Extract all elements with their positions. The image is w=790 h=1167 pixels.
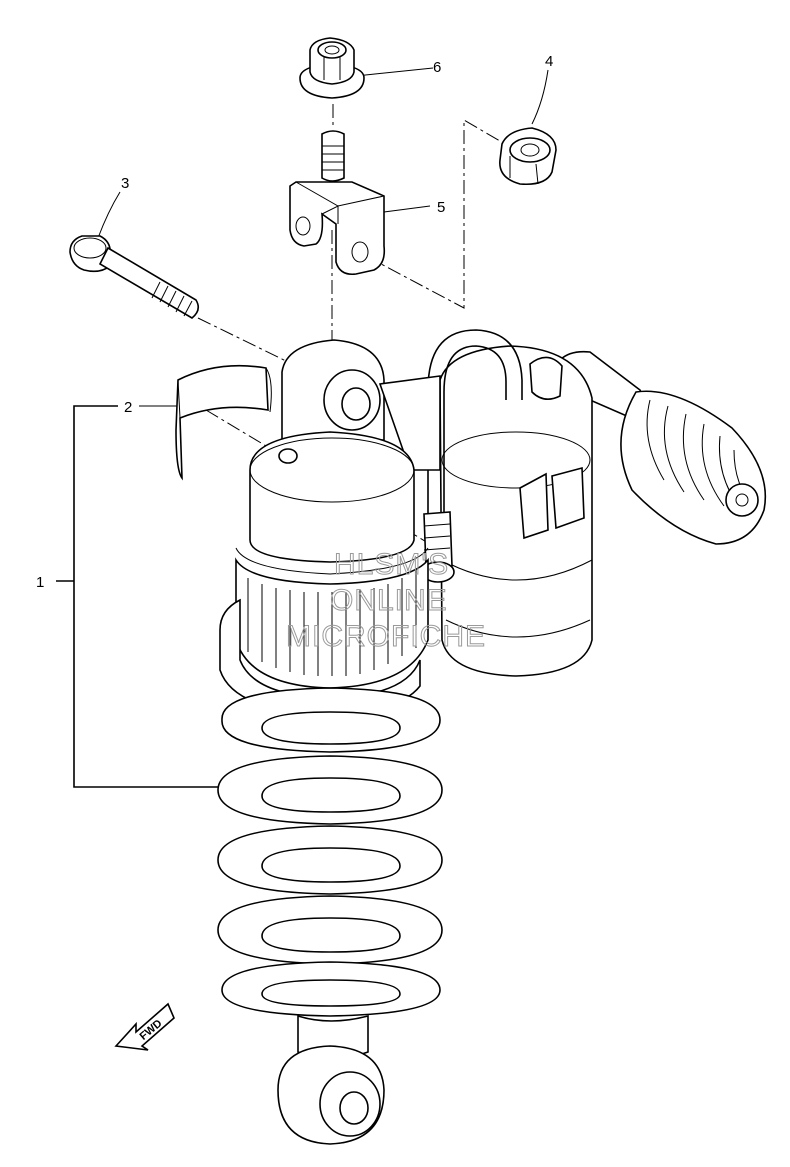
watermark-line-3: MICROFICHE (286, 620, 486, 653)
preload-ring-ribs (247, 570, 417, 676)
reservoir-assembly (421, 329, 767, 677)
nut-part-4 (499, 127, 557, 186)
callout-1-bracket (56, 405, 228, 788)
callout-3: 3 (121, 175, 129, 192)
callout-5: 5 (437, 199, 445, 216)
callout-6: 6 (433, 59, 441, 76)
callout-4: 4 (545, 53, 553, 70)
lower-eye-mount (277, 1014, 385, 1145)
bracket-part-5 (289, 130, 386, 276)
watermark-line-1: HLSM'S (334, 548, 449, 581)
bolt-part-3 (69, 235, 200, 319)
fwd-direction-arrow: FWD (114, 1002, 175, 1051)
flange-nut-part-6 (299, 37, 365, 99)
collar-part-2 (175, 364, 272, 481)
callout-numbers: 1 2 3 4 5 6 (36, 53, 553, 591)
callout-1: 1 (36, 574, 44, 591)
coil-spring (217, 687, 443, 1017)
watermark-line-2: ONLINE (330, 584, 448, 617)
watermark: HLSM'S ONLINE MICROFICHE (286, 548, 486, 654)
shock-absorber-body (219, 339, 441, 715)
callout-2: 2 (124, 399, 132, 416)
leader-lines (97, 67, 549, 407)
